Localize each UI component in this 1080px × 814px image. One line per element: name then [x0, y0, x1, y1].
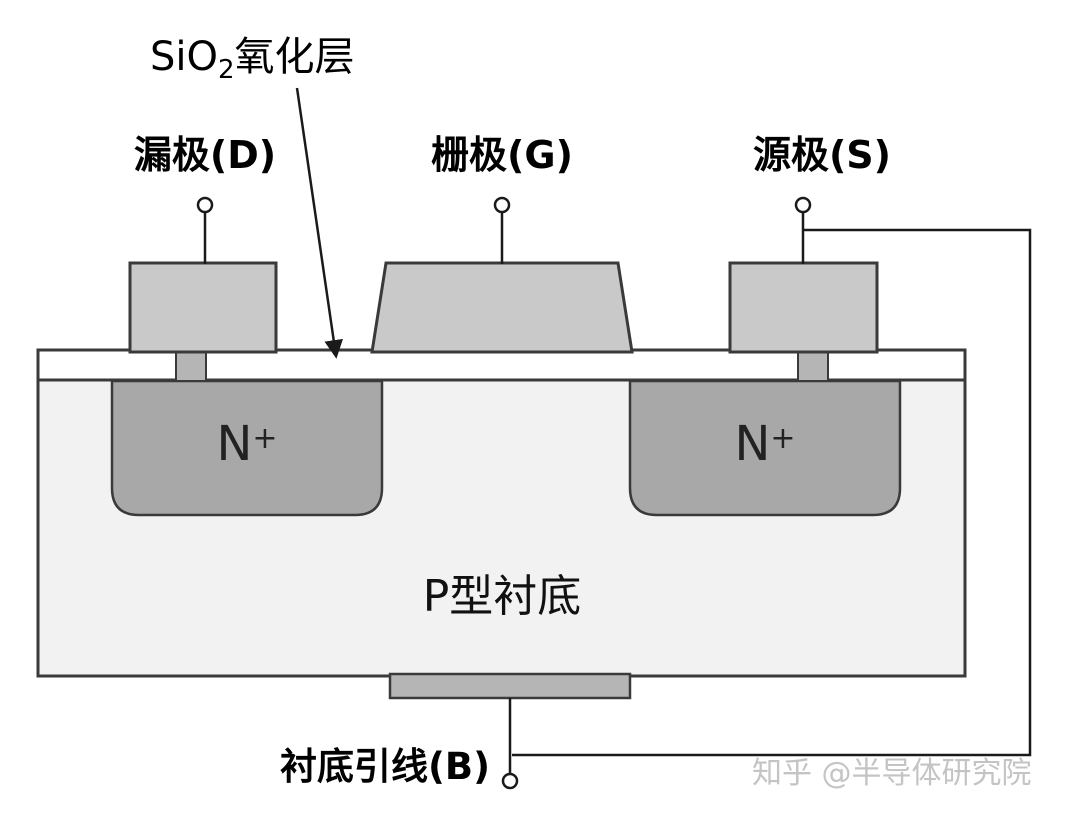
drain-terminal-circle — [196, 196, 214, 214]
substrate-label: P型衬底 — [422, 571, 582, 622]
n-right-base: N — [734, 416, 771, 472]
source-electrode-shape — [728, 261, 879, 354]
drain-contact-shape — [175, 350, 207, 382]
watermark: 知乎 @半导体研究院 — [752, 756, 1032, 791]
n-plus-label-right: N+ — [710, 416, 820, 472]
oxide-label-prefix: SiO — [150, 34, 218, 80]
drain-label: 漏极(D) — [133, 133, 277, 177]
source-contact-shape — [797, 350, 829, 382]
gate-terminal-circle — [493, 196, 511, 214]
n-left-base: N — [216, 416, 253, 472]
oxide-pointer-arrow — [295, 87, 343, 359]
drain-electrode-shape — [128, 261, 278, 354]
n-region-right-shape — [628, 379, 902, 517]
body-terminal-circle — [501, 772, 519, 790]
source-body-wire — [512, 228, 1032, 757]
oxide-label: SiO2氧化层 — [150, 24, 355, 85]
source-label: 源极(S) — [752, 133, 892, 177]
body-contact-bar-shape — [388, 672, 632, 700]
n-region-left-shape — [110, 379, 384, 517]
body-label: 衬底引线(B) — [279, 745, 490, 788]
gate-label: 栅极(G) — [431, 133, 573, 177]
oxide-label-subscript: 2 — [218, 55, 235, 85]
n-plus-label-left: N+ — [192, 416, 302, 472]
n-right-sup: + — [770, 421, 796, 456]
source-terminal-circle — [794, 196, 812, 214]
oxide-label-suffix: 氧化层 — [234, 34, 355, 80]
n-left-sup: + — [252, 421, 278, 456]
gate-electrode-shape — [370, 261, 634, 354]
